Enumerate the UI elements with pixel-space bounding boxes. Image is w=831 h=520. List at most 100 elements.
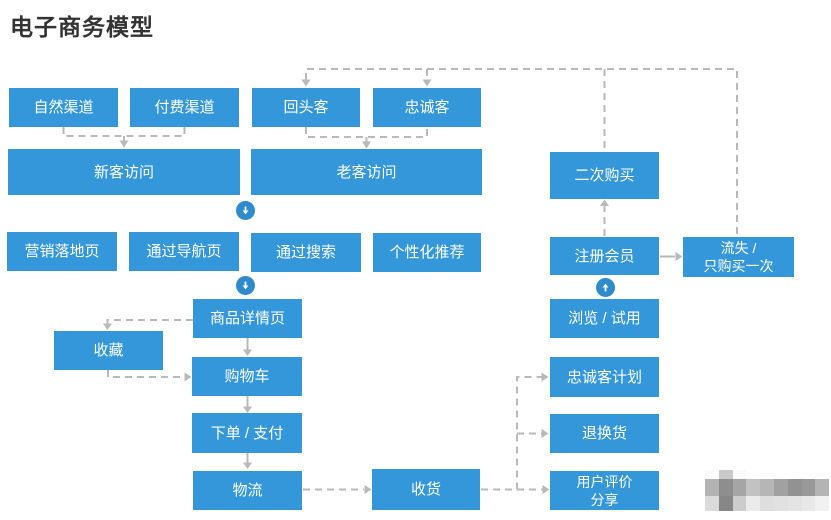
node-returns: 退换货 bbox=[550, 414, 659, 453]
watermark-mosaic bbox=[705, 470, 830, 511]
arrowhead-into-returning-customer bbox=[301, 79, 311, 87]
node-label: 通过导航页 bbox=[146, 243, 222, 260]
watermark-cell bbox=[787, 470, 802, 479]
node-product-detail: 商品详情页 bbox=[193, 299, 302, 338]
node-label-line1: 用户评价 bbox=[576, 473, 633, 490]
node-review-share: 用户评价 分享 bbox=[550, 471, 659, 510]
watermark-cell bbox=[718, 496, 733, 511]
node-label: 收货 bbox=[410, 481, 441, 498]
watermark-cell bbox=[718, 470, 733, 479]
connector-merge-old-visit bbox=[305, 127, 428, 138]
arrowhead-into-loyalty-program bbox=[541, 372, 549, 382]
node-label: 收藏 bbox=[93, 342, 124, 359]
arrowhead-into-cart bbox=[184, 372, 192, 382]
watermark-cell bbox=[773, 479, 788, 496]
watermark-cell bbox=[760, 479, 774, 496]
node-favorite: 收藏 bbox=[54, 331, 163, 370]
node-register-member: 注册会员 bbox=[550, 237, 659, 275]
watermark-cell bbox=[746, 470, 761, 479]
node-natural-channel: 自然渠道 bbox=[9, 88, 118, 127]
connector-top-loop bbox=[305, 68, 738, 236]
watermark-cell bbox=[705, 470, 719, 479]
node-new-visit: 新客访问 bbox=[8, 149, 240, 195]
arrowhead-order bbox=[243, 406, 252, 413]
arrowhead-into-loyal-customer bbox=[422, 79, 432, 87]
watermark-cell bbox=[801, 479, 816, 496]
node-label: 忠诚客 bbox=[404, 99, 450, 116]
flow-down-circle-icon bbox=[236, 201, 255, 220]
node-second-purchase: 二次购买 bbox=[550, 152, 659, 199]
arrowhead-into-second-purchase bbox=[600, 199, 609, 206]
watermark-cell bbox=[732, 496, 747, 511]
connector-branch-up bbox=[516, 376, 542, 490]
arrowhead-into-review bbox=[542, 485, 550, 494]
watermark-cell bbox=[815, 479, 830, 496]
watermark-cell bbox=[801, 470, 816, 479]
page-title: 电子商务模型 bbox=[10, 14, 154, 40]
down-arrow-icon bbox=[242, 206, 249, 215]
watermark-cell bbox=[773, 470, 788, 479]
arrowhead-into-churn bbox=[675, 252, 683, 261]
node-old-visit: 老客访问 bbox=[251, 149, 482, 195]
node-returning-customer: 回头客 bbox=[252, 88, 360, 127]
arrowhead-cart bbox=[243, 349, 252, 356]
node-personalized-rec: 个性化推荐 bbox=[373, 233, 481, 272]
arrowhead-into-new-visit bbox=[119, 140, 129, 148]
node-label: 商品详情页 bbox=[209, 310, 285, 327]
connector-merge-new-visit bbox=[62, 127, 186, 137]
node-cart: 购物车 bbox=[192, 357, 302, 396]
watermark-cell bbox=[815, 470, 830, 479]
node-via-search: 通过搜索 bbox=[251, 233, 361, 272]
node-label: 个性化推荐 bbox=[389, 244, 465, 261]
arrowhead-into-returns bbox=[541, 429, 549, 438]
node-label: 通过搜索 bbox=[275, 244, 336, 261]
node-browse-trial: 浏览 / 试用 bbox=[550, 299, 659, 338]
watermark-cell bbox=[746, 496, 761, 511]
node-marketing-landing: 营销落地页 bbox=[7, 232, 117, 271]
node-logistics: 物流 bbox=[193, 471, 302, 510]
watermark-cell bbox=[705, 496, 719, 511]
watermark-cell bbox=[705, 479, 719, 496]
arrowhead-logistics bbox=[243, 462, 252, 469]
node-loyal-customer: 忠诚客 bbox=[373, 88, 481, 127]
arrowhead-into-receive bbox=[364, 485, 372, 494]
node-label: 老客访问 bbox=[336, 163, 397, 181]
node-label: 物流 bbox=[232, 482, 263, 499]
watermark-cell bbox=[787, 496, 802, 511]
flow-up-circle-icon bbox=[596, 278, 615, 297]
node-receive: 收货 bbox=[372, 469, 480, 510]
watermark-cell bbox=[773, 496, 788, 511]
node-label: 二次购买 bbox=[574, 167, 635, 184]
node-paid-channel: 付费渠道 bbox=[130, 88, 239, 127]
node-label-line2: 分享 bbox=[590, 491, 619, 508]
connector-favorite-to-cart bbox=[107, 370, 185, 378]
node-label: 注册会员 bbox=[574, 247, 635, 265]
node-label: 忠诚客计划 bbox=[566, 368, 642, 386]
arrowhead-into-old-visit bbox=[362, 141, 371, 149]
watermark-cell bbox=[732, 479, 747, 496]
watermark-cell bbox=[718, 479, 733, 496]
flow-down-circle-icon bbox=[236, 276, 255, 295]
watermark-cell bbox=[787, 479, 802, 496]
node-label: 自然渠道 bbox=[33, 99, 94, 116]
node-label-line2: 只购买一次 bbox=[703, 258, 774, 274]
node-label: 退换货 bbox=[581, 425, 627, 442]
node-label: 新客访问 bbox=[93, 163, 154, 181]
node-label: 购物车 bbox=[224, 368, 270, 385]
watermark-cell bbox=[760, 470, 774, 479]
node-churn: 流失 / 只购买一次 bbox=[683, 237, 794, 277]
connector-detail-to-favorite bbox=[106, 319, 193, 324]
node-label: 营销落地页 bbox=[24, 243, 100, 260]
arrowhead-into-favorite bbox=[103, 323, 112, 330]
node-label: 浏览 / 试用 bbox=[568, 310, 641, 327]
node-label: 回头客 bbox=[283, 99, 329, 116]
watermark-cell bbox=[732, 470, 747, 479]
watermark-cell bbox=[746, 479, 761, 496]
watermark-cell bbox=[801, 496, 816, 511]
up-arrow-icon bbox=[602, 283, 609, 292]
watermark-cell bbox=[815, 496, 830, 511]
node-label: 下单 / 支付 bbox=[210, 424, 284, 442]
node-label: 付费渠道 bbox=[154, 99, 215, 116]
watermark-cell bbox=[760, 496, 774, 511]
